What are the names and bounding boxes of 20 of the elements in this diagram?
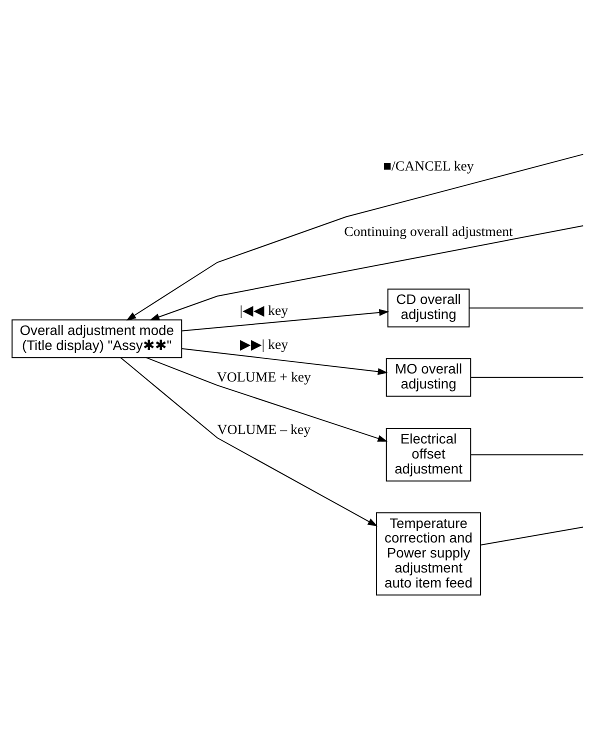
connector xyxy=(480,526,584,546)
connector xyxy=(470,376,584,378)
node-box: CD overall adjusting xyxy=(387,288,470,328)
node-box: Electrical offset adjustment xyxy=(386,428,472,482)
edge-label: ■/CANCEL key xyxy=(383,159,474,174)
arrow xyxy=(126,154,584,321)
arrow xyxy=(181,309,390,332)
edge-label: |◀◀ key xyxy=(240,304,288,320)
arrow xyxy=(146,357,388,442)
connector xyxy=(470,454,584,456)
node-box: Overall adjustment mode (Title display) "Assy✱✱" xyxy=(12,319,182,358)
edge-label: ▶▶| key xyxy=(240,338,288,353)
edge-label: VOLUME – key xyxy=(217,423,311,438)
node-box: MO overall adjusting xyxy=(386,358,472,397)
edge-label: Continuing overall adjustment xyxy=(344,224,513,240)
arrow xyxy=(150,225,584,320)
edge-label: VOLUME + key xyxy=(216,370,312,386)
arrow xyxy=(181,348,388,376)
arrow xyxy=(120,357,378,526)
node-box: Temperature correction and Power supply adjustment auto item feed xyxy=(376,512,482,596)
